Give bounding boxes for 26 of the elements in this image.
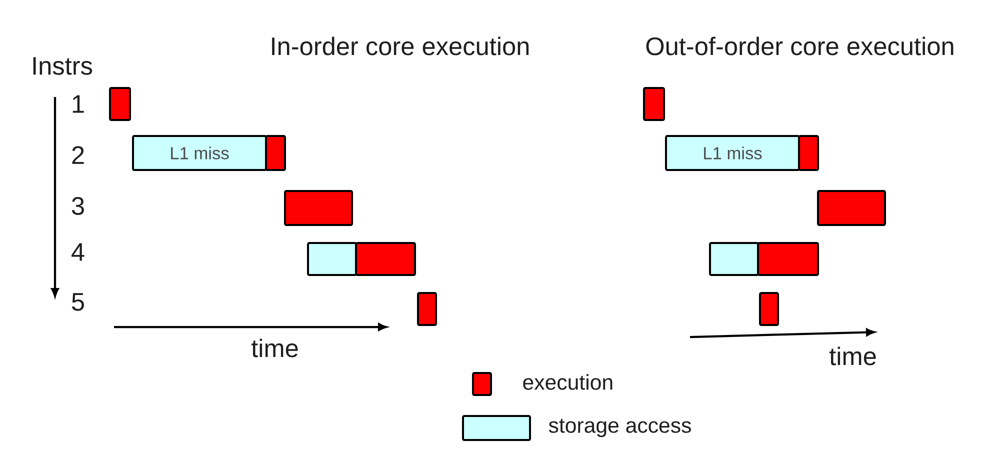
axis-title: time [829,346,876,366]
row-number: 1 [72,95,84,113]
storage-bar: L1 miss [132,135,267,171]
time-bar [265,135,286,171]
time-bar [757,242,819,276]
storage-bar: L1 miss [665,135,800,171]
panel-title: In-order core execution [272,36,529,56]
time-bar [307,242,357,276]
time-bar [417,292,437,326]
legend-label: storage access [548,418,691,438]
time-bar [759,292,779,326]
row-number: 4 [72,243,84,261]
time-bar [643,87,665,121]
axis-title: time [251,338,298,358]
time-bar [109,87,131,121]
panel-title: Out-of-order core execution [646,36,954,56]
time-bar [355,242,416,276]
row-number: 5 [72,293,84,311]
legend-label: execution [523,374,612,390]
time-bar [709,242,759,276]
time-bar [798,135,819,171]
time-bar [817,190,886,226]
row-number: 2 [72,146,84,164]
axis-title: Instrs [33,57,92,75]
time-bar [284,190,353,226]
row-number: 3 [72,197,84,215]
